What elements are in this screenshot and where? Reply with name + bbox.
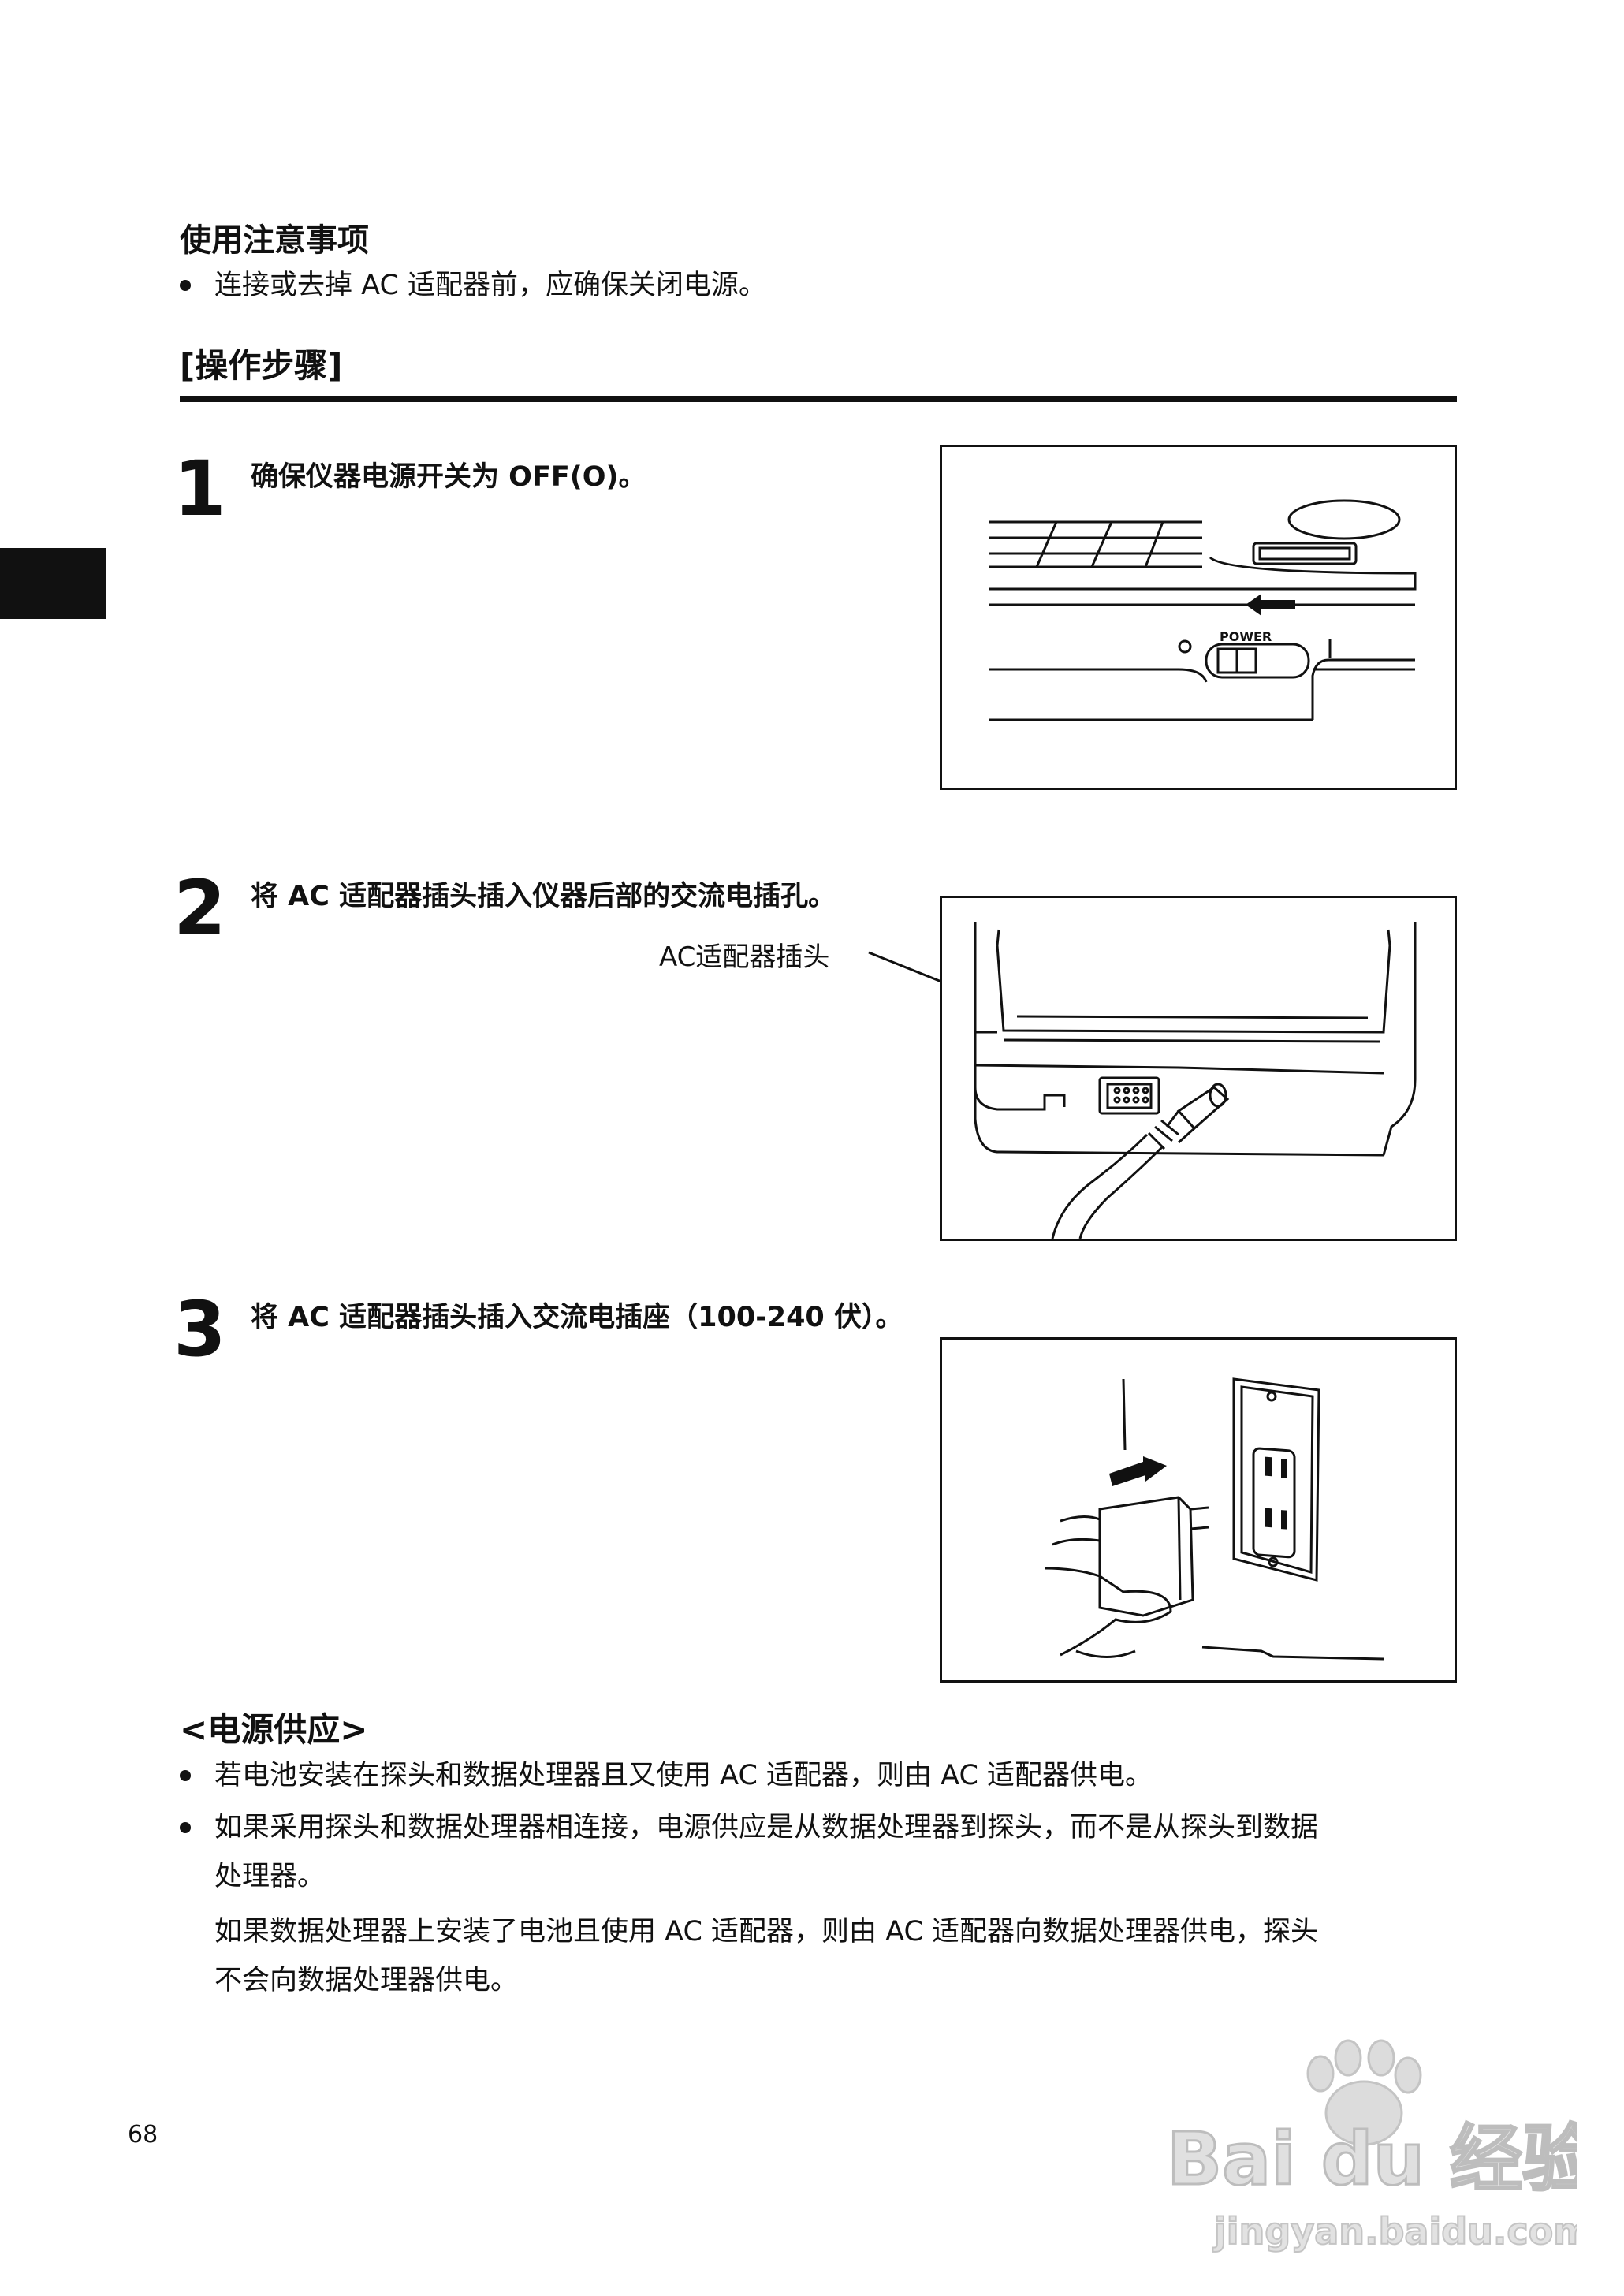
procedure-heading: [操作步骤] (180, 346, 343, 385)
page-number: 68 (128, 2121, 158, 2149)
power-supply-title: <电源供应> (180, 1710, 368, 1749)
step-1-text: 确保仪器电源开关为 OFF(O)。 (251, 461, 646, 493)
device-front-drawing: POWER O I (989, 499, 1417, 721)
ac-plug-callout: AC适配器插头 (659, 941, 830, 973)
step-1-number: 1 (173, 445, 226, 533)
step-2-text: 将 AC 适配器插头插入仪器后部的交流电插孔。 (251, 881, 836, 912)
power-label: POWER (1220, 629, 1272, 644)
bullet-icon (180, 280, 191, 291)
ac-jack-illustration (940, 896, 1457, 1241)
svg-text:jingyan.baidu.com: jingyan.baidu.com (1212, 2210, 1577, 2253)
device-back-drawing (974, 922, 1417, 1239)
wall-outlet-illustration (940, 1337, 1457, 1683)
power-supply-continuation: 处理器。 (214, 1861, 326, 1892)
bullet-icon (180, 1822, 191, 1833)
heading-divider (180, 396, 1457, 402)
power-switch-illustration: POWER O I (940, 445, 1457, 790)
paw-icon: Bai du 经验 jingyan.baidu.com (1166, 2039, 1596, 2253)
step-2-number: 2 (173, 864, 226, 952)
power-supply-continuation: 不会向数据处理器供电。 (214, 1965, 519, 1996)
power-supply-paragraph: 如果数据处理器上安装了电池且使用 AC 适配器，则由 AC 适配器向数据处理器供… (214, 1916, 1319, 1948)
baidu-watermark-logo: Bai du 经验 jingyan.baidu.com (1151, 2026, 1596, 2263)
precautions-title: 使用注意事项 (180, 222, 369, 259)
step-3-number: 3 (173, 1285, 226, 1374)
power-supply-item: 如果采用探头和数据处理器相连接，电源供应是从数据处理器到探头，而不是从探头到数据 (0, 1804, 1624, 1851)
precaution-item: 连接或去掉 AC 适配器前，应确保关闭电源。 (0, 262, 1624, 309)
svg-text:Bai du 经验: Bai du 经验 (1167, 2117, 1577, 2201)
power-supply-item: 若电池安装在探头和数据处理器且又使用 AC 适配器，则由 AC 适配器供电。 (0, 1752, 1624, 1799)
outlet-drawing (1044, 1377, 1384, 1660)
step-3-text: 将 AC 适配器插头插入交流电插座（100-240 伏）。 (251, 1302, 903, 1333)
chapter-tab-marker (0, 548, 106, 619)
bullet-icon (180, 1770, 191, 1781)
